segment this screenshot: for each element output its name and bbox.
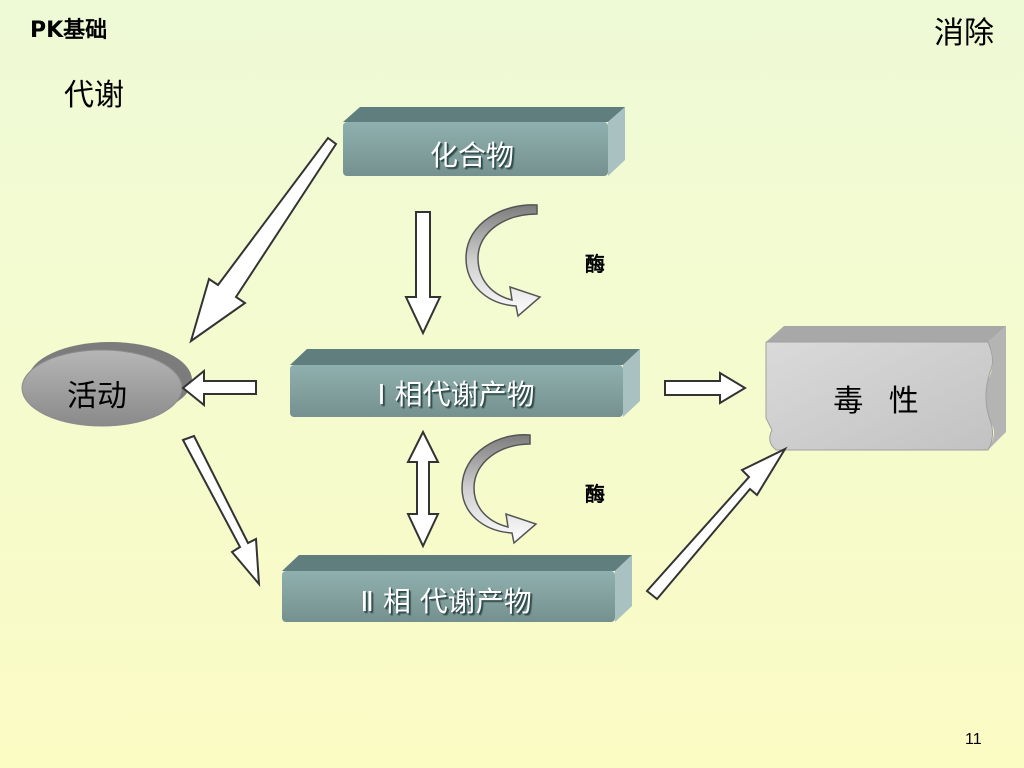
arrow-phase1-to-toxicity [664, 371, 747, 405]
enzyme-curl-arrow-1 [465, 204, 542, 318]
enzyme-curl-arrow-2 [461, 433, 538, 545]
phase2-box [282, 555, 632, 622]
section-subtitle: 代谢 [64, 78, 124, 113]
arrow-compound-to-phase1 [404, 211, 442, 336]
arrow-compound-to-activity [189, 136, 338, 344]
header-right-title: 消除 [934, 16, 994, 51]
activity-ellipse [21, 342, 192, 427]
page-number: 11 [965, 731, 982, 748]
enzyme-label-2: 酶 [585, 482, 605, 506]
phase1-metabolite-label: Ⅰ 相代谢产物 [377, 378, 535, 411]
phase2-metabolite-label: Ⅱ 相 代谢产物 [360, 585, 532, 618]
compound-label: 化合物 [429, 139, 515, 172]
activity-label: 活动 [67, 379, 127, 414]
header-left-title: PK基础 [30, 18, 108, 43]
toxicity-box [765, 326, 1006, 451]
phase1-box [290, 349, 640, 417]
toxicity-label: 毒 性 [833, 384, 927, 419]
arrow-activity-to-phase2 [181, 434, 261, 587]
arrow-phase2-to-toxicity [645, 446, 788, 601]
arrow-phase1-phase2-bidirectional [406, 429, 440, 549]
arrow-phase1-to-activity [181, 368, 257, 408]
compound-box [343, 107, 625, 176]
enzyme-label-1: 酶 [585, 252, 605, 276]
